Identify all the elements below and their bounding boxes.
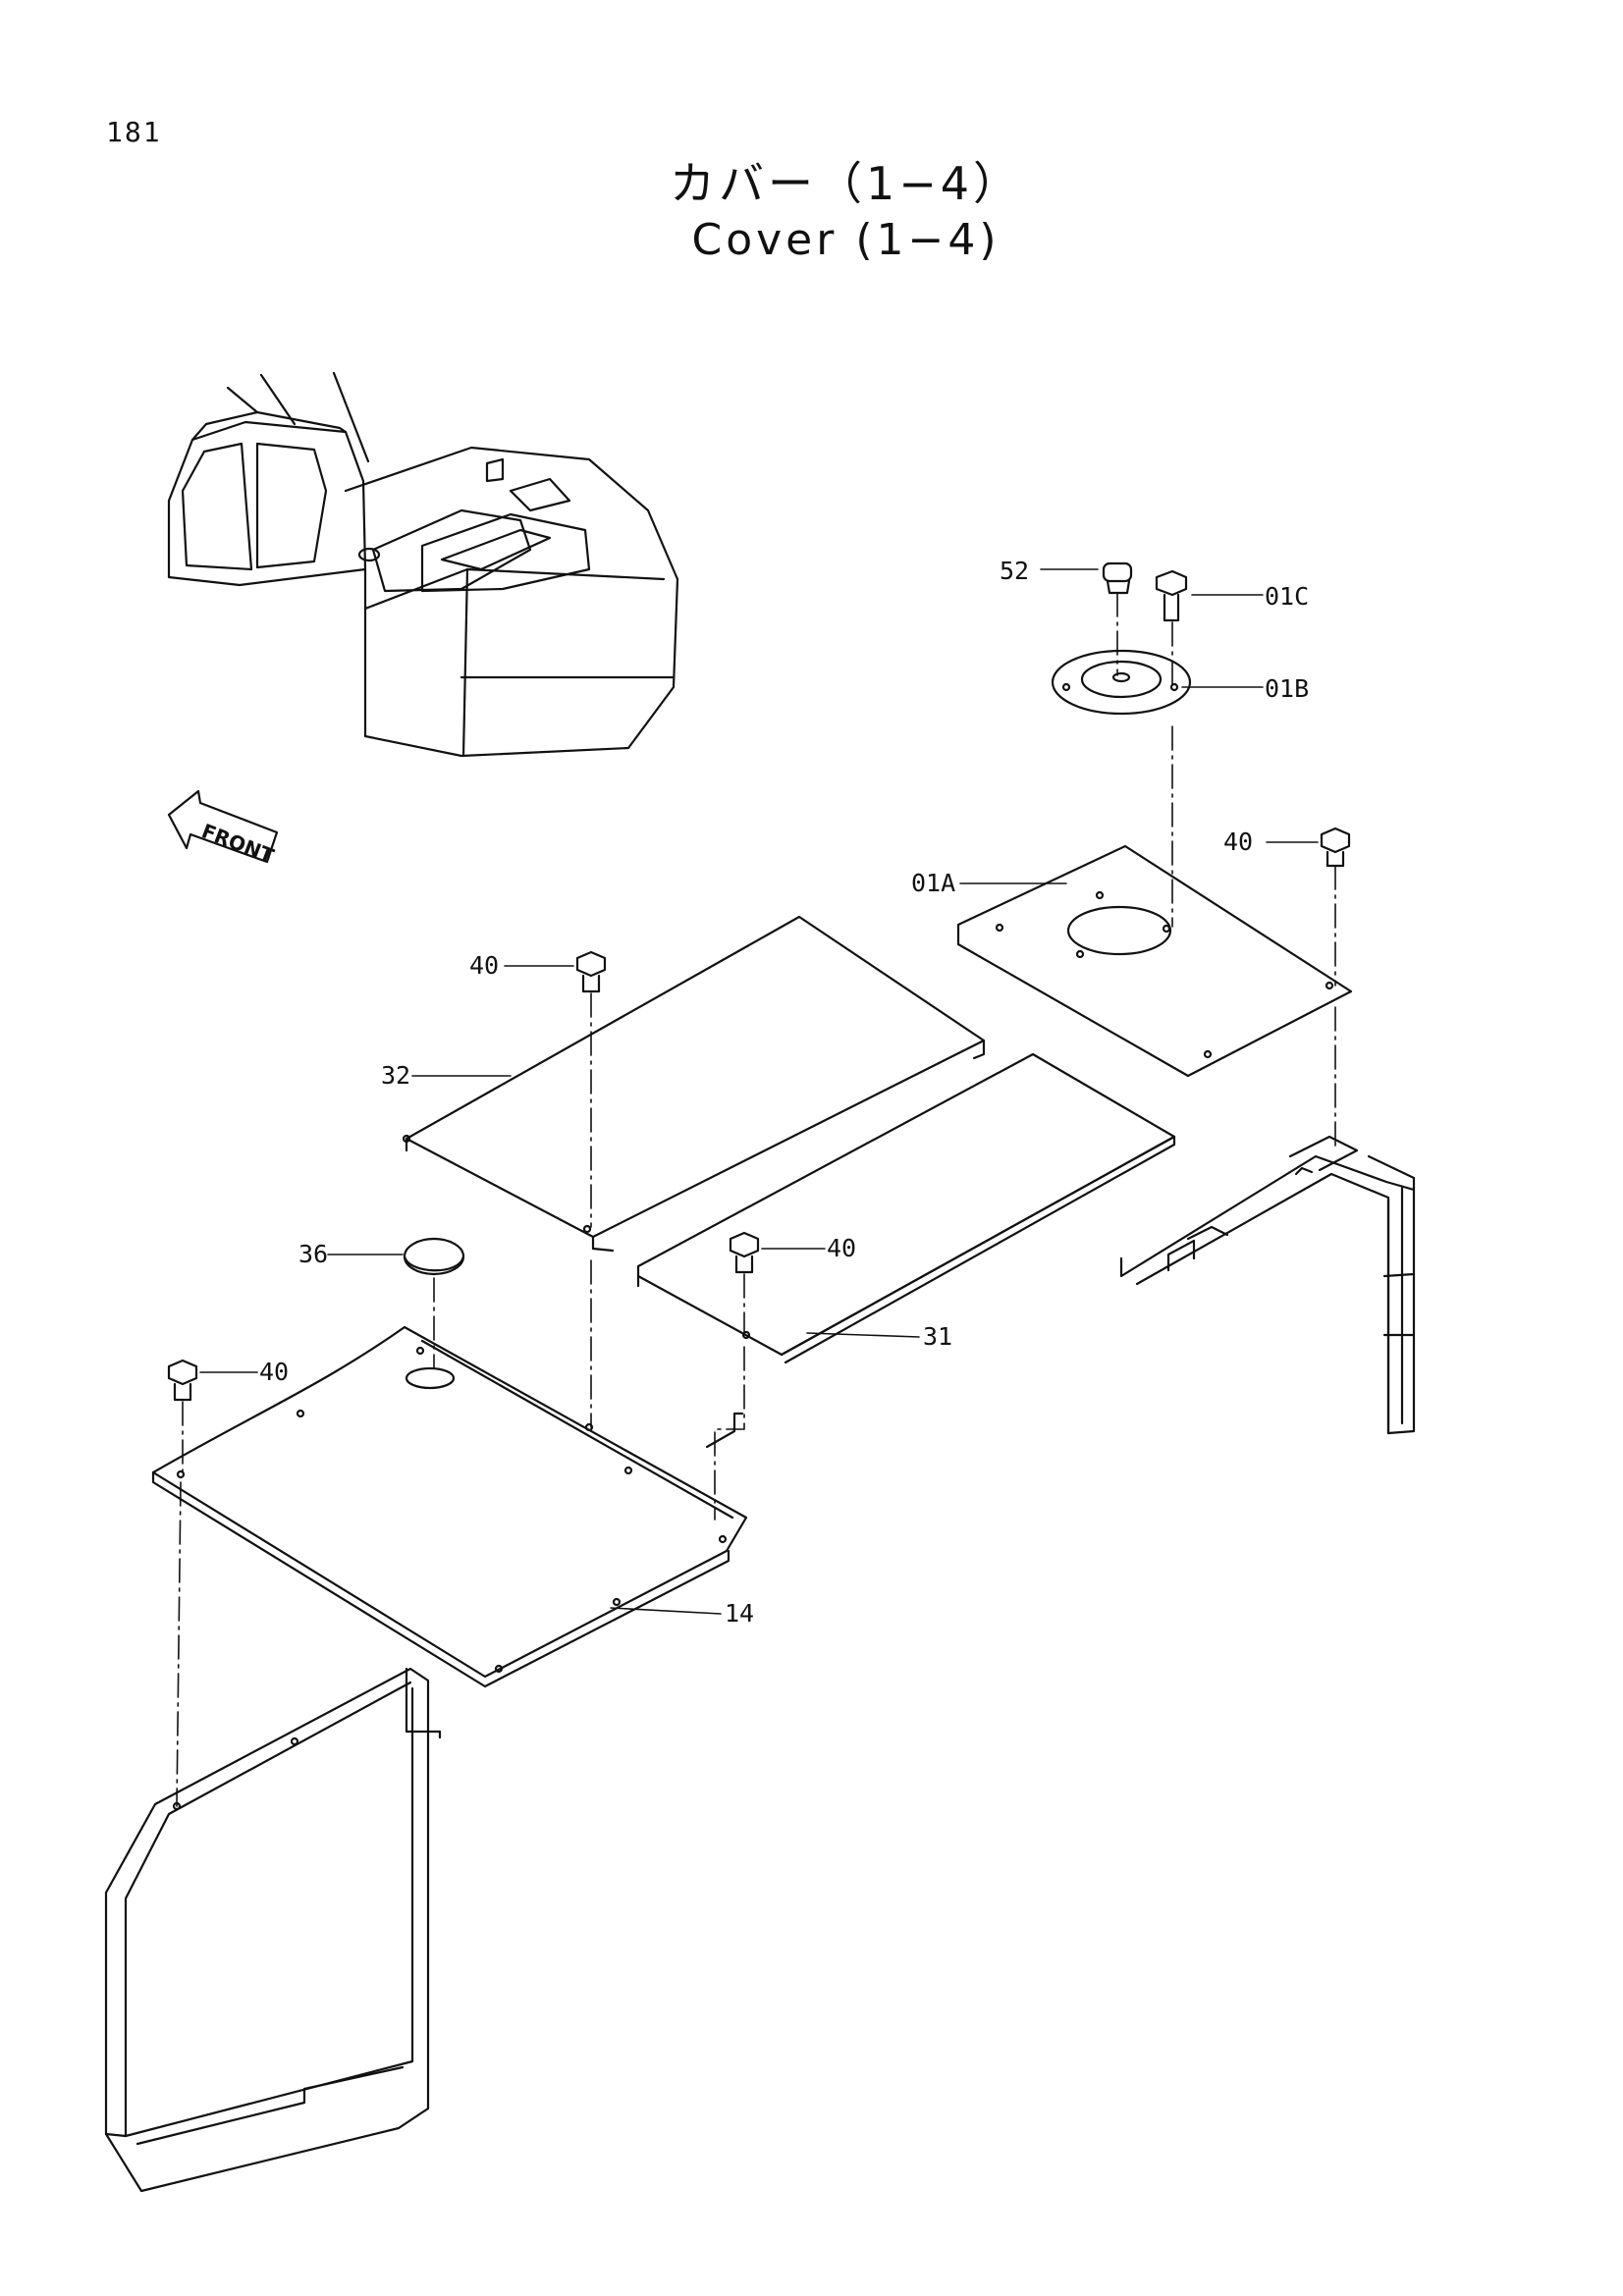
callout-40-middle: 40 <box>827 1234 856 1262</box>
part-01c-bolt <box>1155 569 1188 622</box>
callout-01b: 01B <box>1265 674 1309 703</box>
front-label: FRONT <box>198 819 277 868</box>
excavator-overview-illustration <box>167 371 679 758</box>
part-31-cover <box>636 1052 1176 1364</box>
part-52-plug <box>1102 561 1133 595</box>
callout-31: 31 <box>923 1322 952 1351</box>
callout-40-upper: 40 <box>469 951 499 980</box>
title-block: カバー（1−4） Cover (1−4) <box>0 155 1623 269</box>
part-01a-plate <box>956 844 1353 1078</box>
callout-01a: 01A <box>911 869 955 897</box>
front-direction-arrow <box>167 789 279 864</box>
right-frame-bracket <box>1119 1135 1416 1435</box>
callout-32: 32 <box>381 1061 410 1090</box>
part-14-floor-plate <box>151 1325 748 1688</box>
callout-40-right: 40 <box>1223 828 1253 856</box>
left-frame-bracket <box>104 1667 442 2193</box>
assembly-center-lines <box>176 592 1336 1807</box>
part-40-bolt-left <box>167 1359 198 1402</box>
callout-01c: 01C <box>1265 582 1309 611</box>
part-01b-plate <box>1051 649 1192 716</box>
callout-14: 14 <box>725 1599 754 1628</box>
part-32-cover <box>402 915 986 1253</box>
callout-52: 52 <box>1000 557 1029 585</box>
part-40-bolt-right <box>1320 827 1351 868</box>
title-english: Cover (1−4) <box>691 215 1001 265</box>
part-40-bolt-middle <box>729 1231 760 1274</box>
title-japanese: カバー（1−4） <box>669 157 1023 210</box>
page-number: 181 <box>106 116 162 148</box>
callout-36: 36 <box>298 1240 328 1268</box>
callout-leader-lines <box>199 568 1319 1615</box>
part-36-cap <box>403 1237 465 1276</box>
part-40-bolt-upper <box>575 950 607 993</box>
callout-40-left: 40 <box>259 1358 289 1386</box>
